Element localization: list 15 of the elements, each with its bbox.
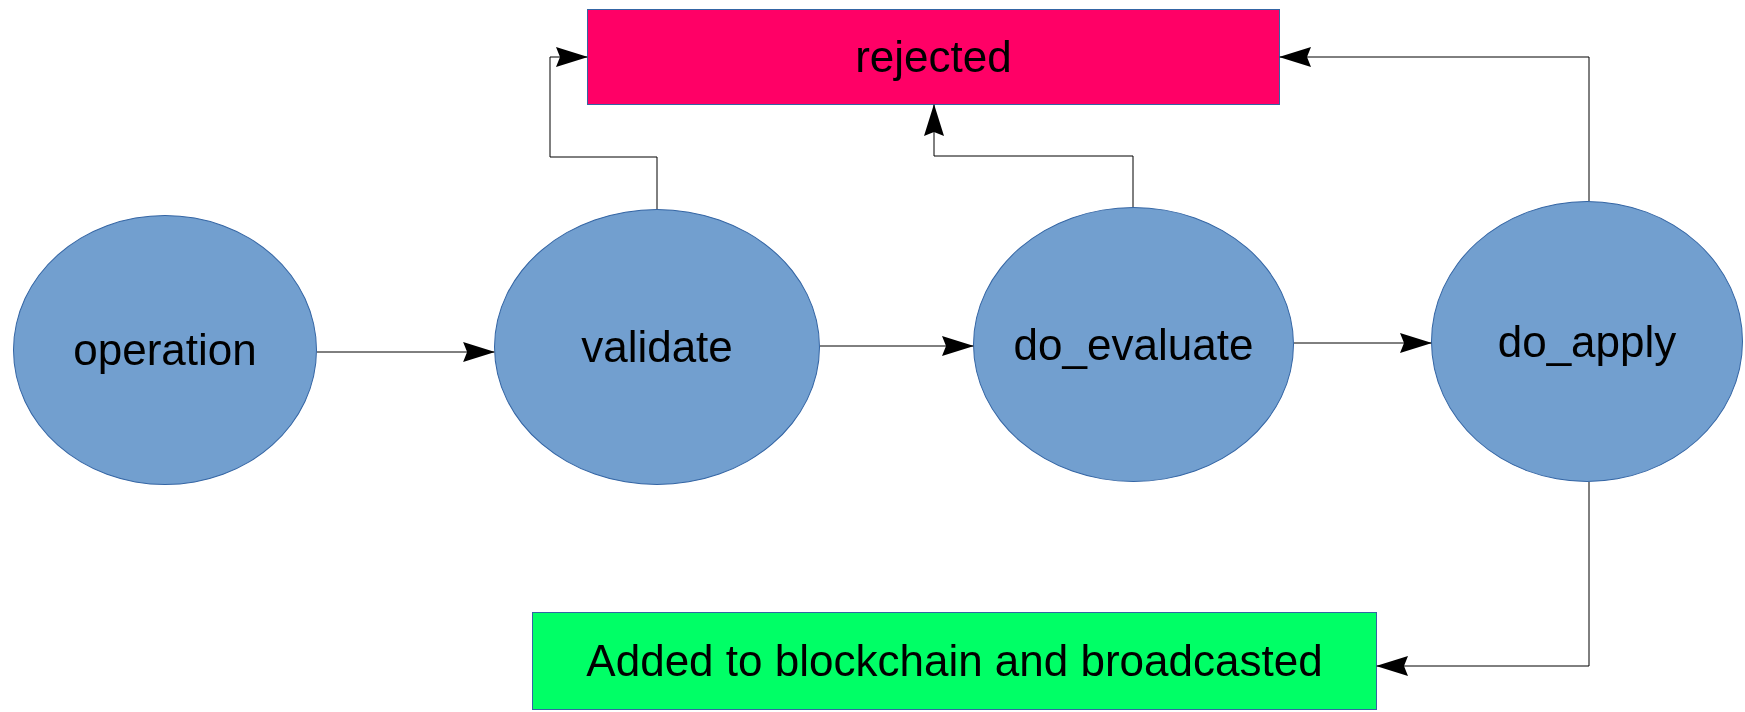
state-label: rejected — [855, 32, 1012, 82]
state-box — [532, 612, 1377, 710]
arrow — [1279, 47, 1590, 202]
arrow — [924, 104, 1134, 208]
state-label: validate — [581, 322, 733, 372]
state-label: operation — [73, 325, 257, 375]
state-box — [587, 9, 1280, 105]
state-label: do_apply — [1497, 316, 1677, 367]
arrow — [549, 47, 658, 210]
arrow — [1293, 333, 1432, 353]
state-label: Added to blockchain and broadcasted — [586, 636, 1323, 686]
arrow — [1376, 481, 1590, 676]
arrow — [316, 342, 496, 362]
arrow — [819, 336, 974, 356]
state-label: do_evaluate — [1013, 319, 1254, 370]
